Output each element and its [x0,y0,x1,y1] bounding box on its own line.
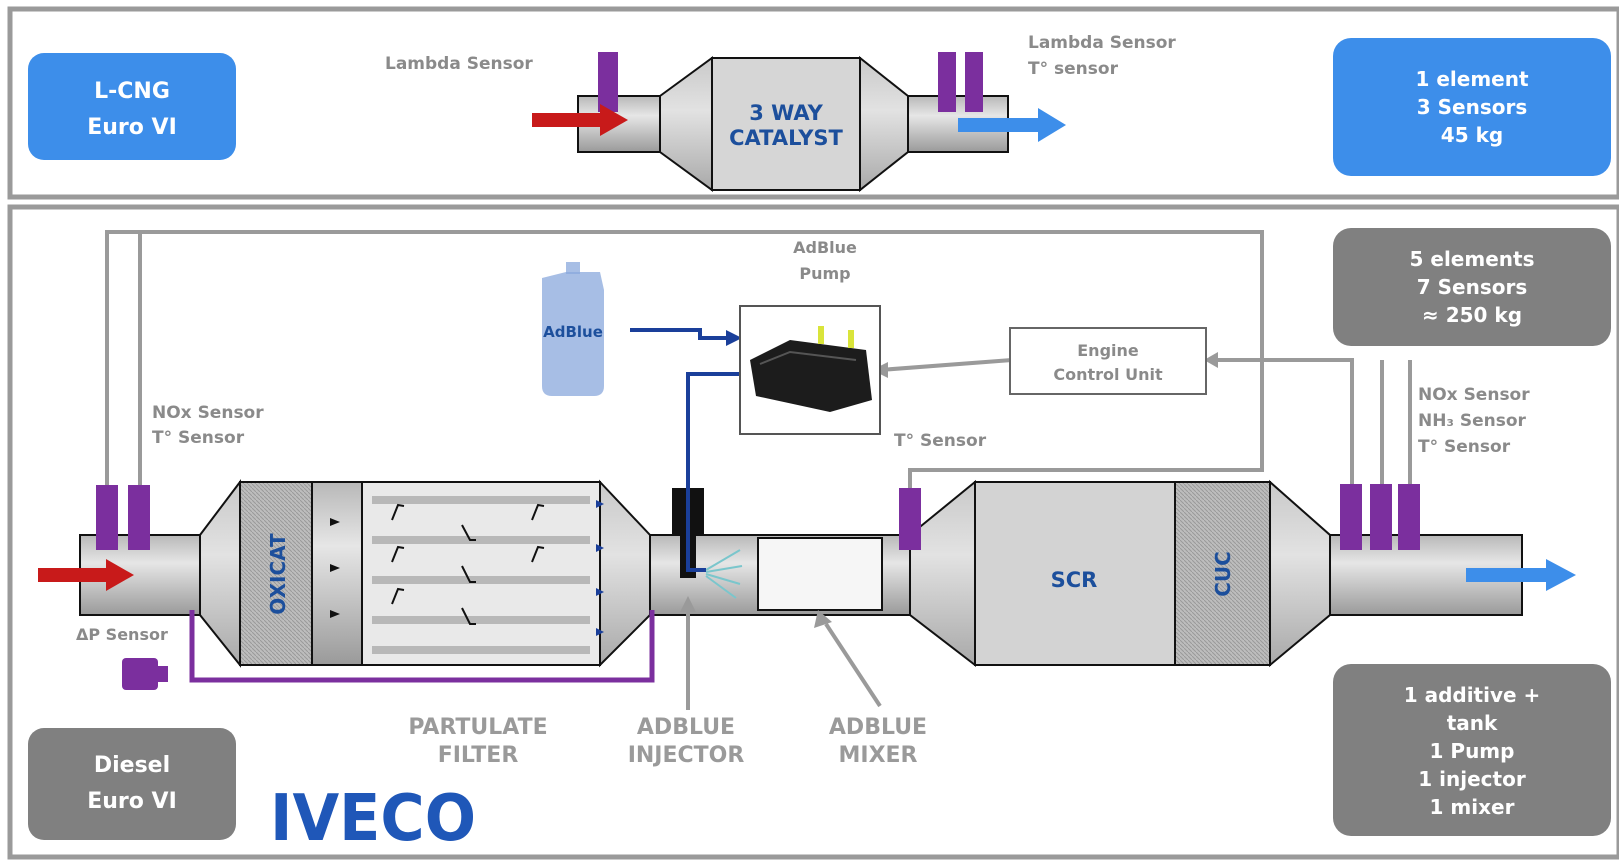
injector-pointer-arrowhead [680,596,696,612]
pointer-lines [686,608,882,710]
adblue-feed-arrowhead [726,330,742,346]
diesel-stat-bottom-0: 1 additive + [1404,683,1541,707]
ecu-line1: Engine [1077,341,1139,360]
diesel-stat-bottom-2: 1 Pump [1430,739,1515,763]
cuc-label: CUC [1211,551,1235,597]
injector-label-line2: INJECTOR [628,743,745,768]
cng-stat-2: 45 kg [1441,123,1503,147]
adblue-pump-icon [750,326,872,412]
temp-mid-label: T° Sensor [894,431,987,451]
cng-stat-1: 3 Sensors [1417,95,1528,119]
catalyst-line1: 3 WAY [749,101,823,125]
diesel-stat-top-2: ≈ 250 kg [1422,303,1522,327]
mixer-label-line1: ADBLUE [829,715,927,740]
lambda-sensor-right-label: Lambda Sensor [1028,33,1176,53]
mixer-label-line2: MIXER [838,743,917,768]
three-way-catalyst [711,57,861,191]
oxicat-element [239,481,313,666]
oxicat-outlet [311,481,363,666]
nox-right-label-1: NOx Sensor [1418,385,1530,405]
diesel-stat-top-0: 5 elements [1410,247,1535,271]
diesel-stats-top [1333,228,1611,346]
diesel-badge-line1: Diesel [94,753,170,778]
scr-element [974,481,1176,666]
cuc-element [1174,481,1271,666]
diesel-sensors [96,484,1420,550]
cng-badge [28,53,236,160]
diesel-badge-line2: Euro VI [87,789,177,814]
adblue-pump-label-line1: AdBlue [793,238,857,257]
cng-inlet-arrow [532,104,628,136]
mixer-pointer-arrowhead [814,610,832,628]
sensor-wiring [105,230,1412,495]
diesel-outlet-arrow [1466,559,1576,591]
cng-stats-box [1333,38,1611,176]
diesel-stat-bottom-3: 1 injector [1418,767,1526,791]
adblue-mixer [757,537,883,611]
nox-left-label-2: T° Sensor [152,428,245,448]
scr-label: SCR [1051,568,1098,592]
adblue-tank-icon [542,262,604,396]
cng-sensors [598,52,983,112]
diesel-stat-bottom-4: 1 mixer [1430,795,1515,819]
lambda-sensor-left-label: Lambda Sensor [385,54,533,74]
nox-right-label-3: T° Sensor [1418,437,1511,457]
diesel-stat-top-1: 7 Sensors [1417,275,1528,299]
iveco-logo: IVECO [270,782,476,856]
nox-left-label-1: NOx Sensor [152,403,264,423]
adblue-tank-label: AdBlue [543,323,603,341]
temp-sensor-right-label: T° sensor [1028,59,1119,79]
filter-label-line1: PARTULATE [408,715,547,740]
cng-outlet-arrow [958,108,1066,142]
diesel-badge [28,728,236,840]
injector-label-line1: ADBLUE [637,715,735,740]
ecu-line2: Control Unit [1053,365,1163,384]
diesel-stat-bottom-1: tank [1447,711,1498,735]
nox-right-label-2: NH₃ Sensor [1418,411,1526,431]
adblue-lines [630,328,752,572]
sensors-to-ecu-arrowhead [1204,352,1218,368]
cng-badge-line1: L-CNG [94,79,170,104]
oxicat-label: OXICAT [266,533,290,615]
cng-badge-line2: Euro VI [87,115,177,140]
particulate-filter [330,481,604,666]
dp-sensor [122,610,655,690]
adblue-pump-label-line2: Pump [799,264,850,283]
cng-stat-0: 1 element [1415,67,1529,91]
engine-control-unit [1009,327,1207,395]
diesel-inlet-arrow [38,559,134,591]
dp-sensor-label: ΔP Sensor [76,625,168,644]
catalyst-line2: CATALYST [729,126,843,150]
filter-label-line2: FILTER [438,743,519,768]
diesel-stats-bottom [1333,664,1611,836]
